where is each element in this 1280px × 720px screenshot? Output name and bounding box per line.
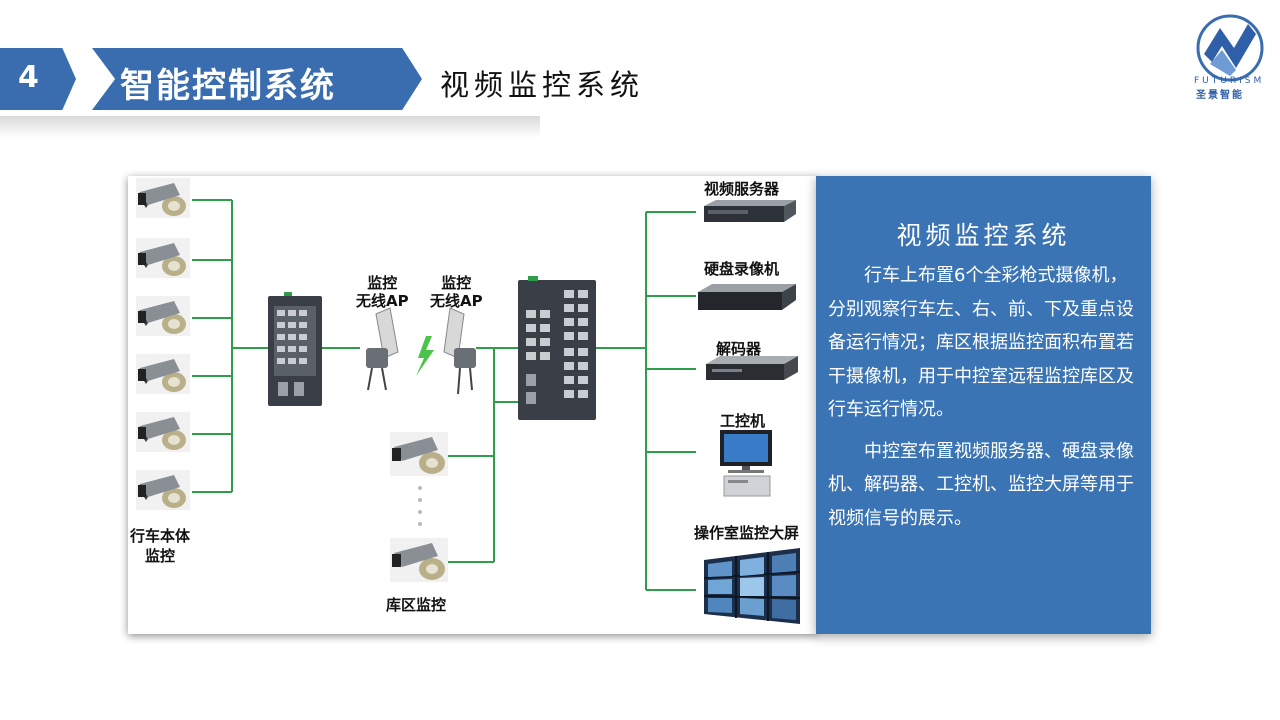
label-crane-monitoring: 行车本体 监控 [130, 527, 191, 565]
panel-paragraph-2: 中控室布置视频服务器、硬盘录像机、解码器、工控机、监控大屏等用于视频信号的展示。 [828, 440, 1134, 529]
logo-text-cn: 圣景智能 [1196, 90, 1244, 101]
industrial-pc-icon [720, 430, 772, 497]
crane-camera-icon [136, 412, 190, 452]
page-subtitle: 视频监控系统 [440, 68, 645, 102]
crane-camera-icon [136, 178, 190, 218]
diagram-canvas [136, 178, 801, 624]
label-nvr: 硬盘录像机 [704, 260, 780, 278]
label-yard-monitoring: 库区监控 [386, 596, 447, 614]
nvr-icon [698, 284, 796, 310]
connection-lines [192, 199, 696, 591]
yard-camera-icon [390, 538, 448, 582]
label-decoder: 解码器 [716, 340, 762, 358]
ellipsis-dots [418, 486, 422, 526]
panel-title: 视频监控系统 [896, 221, 1071, 250]
yard-camera-icon [390, 432, 448, 476]
description-panel: 视频监控系统 行车上布置6个全彩枪式摄像机，分别观察行车左、右、前、下及重点设备… [816, 176, 1151, 634]
wireless-ap-icon [366, 307, 399, 391]
section-number-tab: 4 [0, 48, 76, 110]
network-diagram: 监控 无线AP 监控 无线AP 行车本体 监控 库区监控 视频服务器 硬盘录像机… [128, 176, 818, 634]
panel-paragraph-1: 行车上布置6个全彩枪式摄像机，分别观察行车左、右、前、下及重点设备运行情况；库区… [828, 265, 1134, 420]
decoder-icon [706, 356, 798, 380]
panel-body: 行车上布置6个全彩枪式摄像机，分别观察行车左、右、前、下及重点设备运行情况；库区… [828, 259, 1140, 535]
crane-camera-icon [136, 470, 190, 510]
label-wireless-ap-2: 监控 无线AP [430, 274, 483, 310]
company-logo-icon [1196, 14, 1264, 82]
label-video-server: 视频服务器 [704, 180, 780, 198]
wireless-ap-icon [443, 307, 476, 395]
wireless-link-icon [416, 336, 434, 376]
crane-camera-icon [136, 238, 190, 278]
section-number: 4 [18, 60, 39, 95]
crane-switch-icon [268, 292, 322, 406]
video-server-icon [704, 200, 796, 222]
core-switch-icon [518, 276, 596, 420]
video-wall-icon [703, 548, 801, 624]
section-title-tab [92, 48, 422, 110]
label-wireless-ap-1: 监控 无线AP [356, 274, 409, 310]
header-shadow [0, 116, 540, 138]
label-industrial-pc: 工控机 [720, 412, 766, 430]
crane-camera-icon [136, 296, 190, 336]
label-video-wall: 操作室监控大屏 [694, 524, 800, 542]
logo-text-en: FUTURISM [1194, 76, 1265, 86]
section-title: 智能控制系统 [120, 66, 336, 106]
crane-camera-icon [136, 354, 190, 394]
